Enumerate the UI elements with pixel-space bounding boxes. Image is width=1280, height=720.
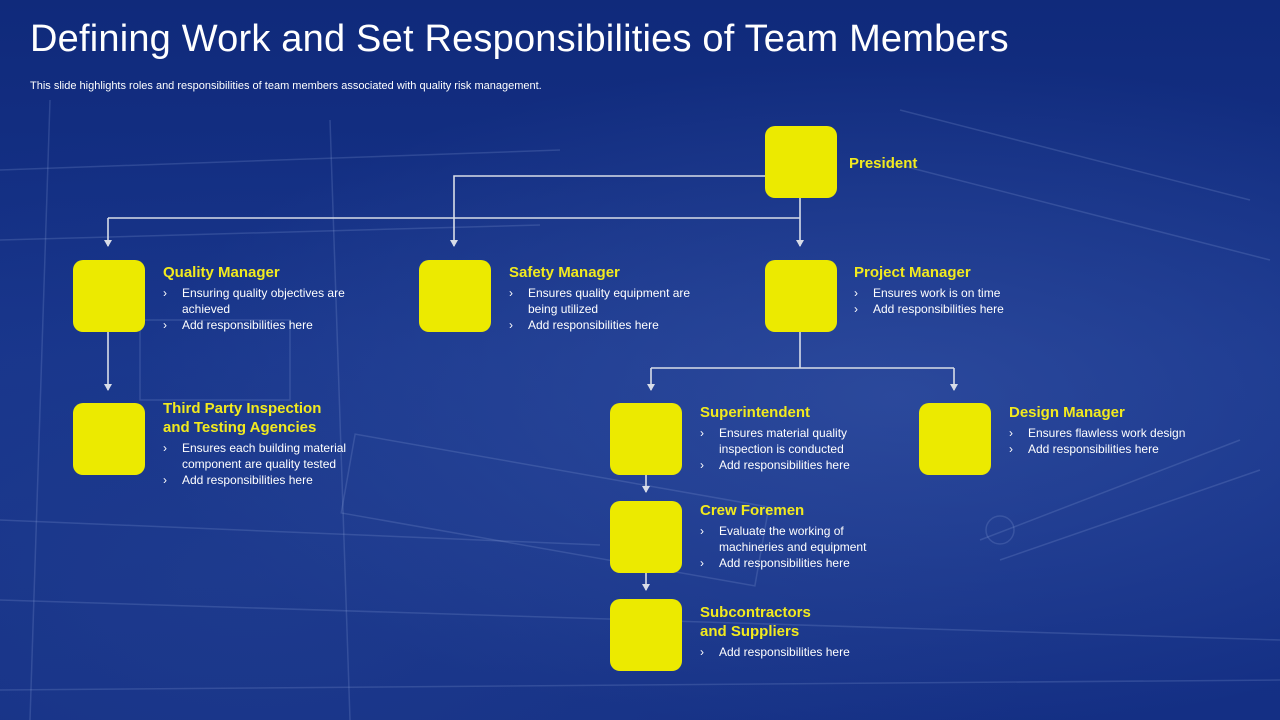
responsibility-item: Add responsibilities here [163,472,378,488]
quality-manager-title: Quality Manager [163,264,280,281]
responsibility-item: Ensures each building material component… [163,440,378,472]
page-title: Defining Work and Set Responsibilities o… [30,18,1009,60]
superintendent-node: Superintendent Ensures material quality … [700,403,890,473]
responsibility-item: Ensures flawless work design [1009,425,1249,441]
design-manager-title: Design Manager [1009,404,1125,421]
responsibility-item: Add responsibilities here [1009,441,1249,457]
president-box [765,126,837,198]
president-title: President [849,155,918,172]
safety-manager-node: Safety Manager Ensures quality equipment… [509,263,709,333]
third-party-responsibilities: Ensures each building material component… [163,440,378,488]
quality-manager-responsibilities: Ensuring quality objectives are achieved… [163,285,363,333]
responsibility-item: Ensuring quality objectives are achieved [163,285,363,317]
project-manager-responsibilities: Ensures work is on time Add responsibili… [854,285,1074,317]
subcontractors-node: Subcontractors and Suppliers Add respons… [700,603,900,660]
crew-foremen-node: Crew Foremen Evaluate the working of mac… [700,501,900,571]
safety-manager-box [419,260,491,332]
safety-manager-responsibilities: Ensures quality equipment are being util… [509,285,709,333]
responsibility-item: Add responsibilities here [509,317,709,333]
subcontractors-title: Subcontractors and Suppliers [700,604,811,640]
project-manager-title: Project Manager [854,264,971,281]
design-manager-node: Design Manager Ensures flawless work des… [1009,403,1249,457]
connector-president-safety [450,175,765,247]
page-subtitle: This slide highlights roles and responsi… [30,80,542,92]
project-manager-node: Project Manager Ensures work is on time … [854,263,1074,317]
responsibility-item: Ensures quality equipment are being util… [509,285,709,317]
superintendent-box [610,403,682,475]
design-manager-responsibilities: Ensures flawless work design Add respons… [1009,425,1249,457]
responsibility-item: Add responsibilities here [854,301,1074,317]
third-party-box [73,403,145,475]
responsibility-item: Ensures work is on time [854,285,1074,301]
subcontractors-responsibilities: Add responsibilities here [700,644,900,660]
crew-foremen-title: Crew Foremen [700,502,805,519]
superintendent-title: Superintendent [700,404,811,421]
quality-manager-box [73,260,145,332]
third-party-title: Third Party Inspection and Testing Agenc… [163,400,322,436]
subcontractors-box [610,599,682,671]
crew-foremen-box [610,501,682,573]
responsibility-item: Add responsibilities here [700,457,890,473]
project-manager-box [765,260,837,332]
design-manager-box [919,403,991,475]
quality-manager-node: Quality Manager Ensuring quality objecti… [163,263,363,333]
president-node: President [849,154,1029,173]
responsibility-item: Evaluate the working of machineries and … [700,523,900,555]
safety-manager-title: Safety Manager [509,264,620,281]
third-party-node: Third Party Inspection and Testing Agenc… [163,399,378,488]
superintendent-responsibilities: Ensures material quality inspection is c… [700,425,890,473]
responsibility-item: Ensures material quality inspection is c… [700,425,890,457]
crew-foremen-responsibilities: Evaluate the working of machineries and … [700,523,900,571]
responsibility-item: Add responsibilities here [700,644,900,660]
responsibility-item: Add responsibilities here [163,317,363,333]
responsibility-item: Add responsibilities here [700,555,900,571]
